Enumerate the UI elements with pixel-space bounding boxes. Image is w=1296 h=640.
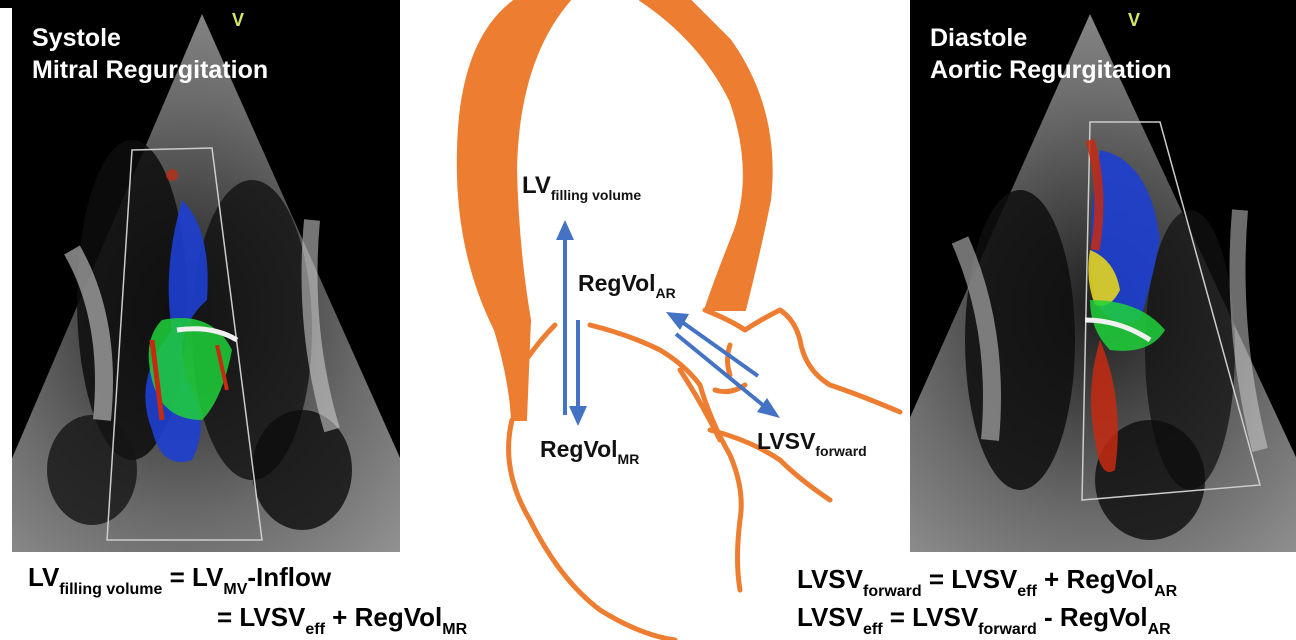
label-lv-filling-sub: filling volume	[551, 187, 641, 203]
equation-right-line2: LVSVeff = LVSVforward - RegVolAR	[797, 602, 1171, 633]
eq-right2-a: LVSV	[797, 602, 863, 632]
eq-left2-a-sub: eff	[305, 621, 325, 638]
label-lv-filling-main: LV	[522, 172, 551, 199]
eq-left1-a-sub: filling volume	[59, 581, 162, 598]
eq-left1-b-sub: MV	[223, 581, 247, 598]
eq-right2-c-sub: AR	[1148, 621, 1171, 638]
eq-right2-a-sub: eff	[863, 621, 883, 638]
v-marker-left: V	[232, 10, 244, 31]
label-regvol-mr-main: RegVol	[540, 436, 618, 462]
label-regvol-mr: RegVolMR	[540, 436, 639, 463]
diastole-title: Diastole Aortic Regurgitation	[930, 22, 1172, 86]
eq-right1-c: + RegVol	[1037, 564, 1154, 594]
label-lvsv-forward-main: LVSV	[757, 428, 815, 454]
eq-right2-b-sub: forward	[978, 621, 1037, 638]
eq-right1-b-sub: eff	[1017, 583, 1037, 600]
eq-left1-a: LV	[28, 562, 59, 592]
eq-right2-b: = LVSV	[883, 602, 979, 632]
eq-left1-b: = LV	[162, 562, 223, 592]
v-marker-right: V	[1128, 10, 1140, 31]
equation-left-line1: LVfilling volume = LVMV-Inflow	[28, 562, 331, 593]
aorta-left-limb	[458, 0, 570, 420]
equation-left-line2: = LVSVeff + RegVolMR	[217, 602, 467, 633]
eq-left2-a: = LVSV	[217, 602, 305, 632]
echo-image-diastole: Diastole Aortic Regurgitation V	[910, 0, 1296, 552]
eq-left1-c: -Inflow	[247, 562, 331, 592]
eq-left2-b: + RegVol	[325, 602, 442, 632]
echo-image-systole: Systole Mitral Regurgitation V	[12, 0, 400, 552]
label-lv-filling-volume: LVfilling volume	[522, 172, 641, 200]
eq-left2-b-sub: MR	[442, 621, 467, 638]
eq-right1-b: = LVSV	[922, 564, 1018, 594]
diastole-title-line2: Aortic Regurgitation	[930, 54, 1172, 86]
systole-title-line2: Mitral Regurgitation	[32, 54, 268, 86]
label-regvol-ar-sub: AR	[656, 285, 676, 301]
eq-right1-c-sub: AR	[1154, 583, 1177, 600]
label-regvol-ar-main: RegVol	[578, 270, 656, 296]
equation-right-line1: LVSVforward = LVSVeff + RegVolAR	[797, 564, 1177, 595]
eq-right1-a-sub: forward	[863, 583, 922, 600]
label-regvol-ar: RegVolAR	[578, 270, 676, 297]
label-regvol-mr-sub: MR	[618, 451, 640, 467]
label-lvsv-forward: LVSVforward	[757, 428, 867, 455]
eq-right1-a: LVSV	[797, 564, 863, 594]
eq-right2-c: - RegVol	[1037, 602, 1148, 632]
systole-title: Systole Mitral Regurgitation	[32, 22, 268, 86]
aorta-right-limb	[640, 0, 772, 310]
label-lvsv-forward-sub: forward	[815, 443, 866, 459]
heart-outline-diagram	[400, 0, 910, 640]
